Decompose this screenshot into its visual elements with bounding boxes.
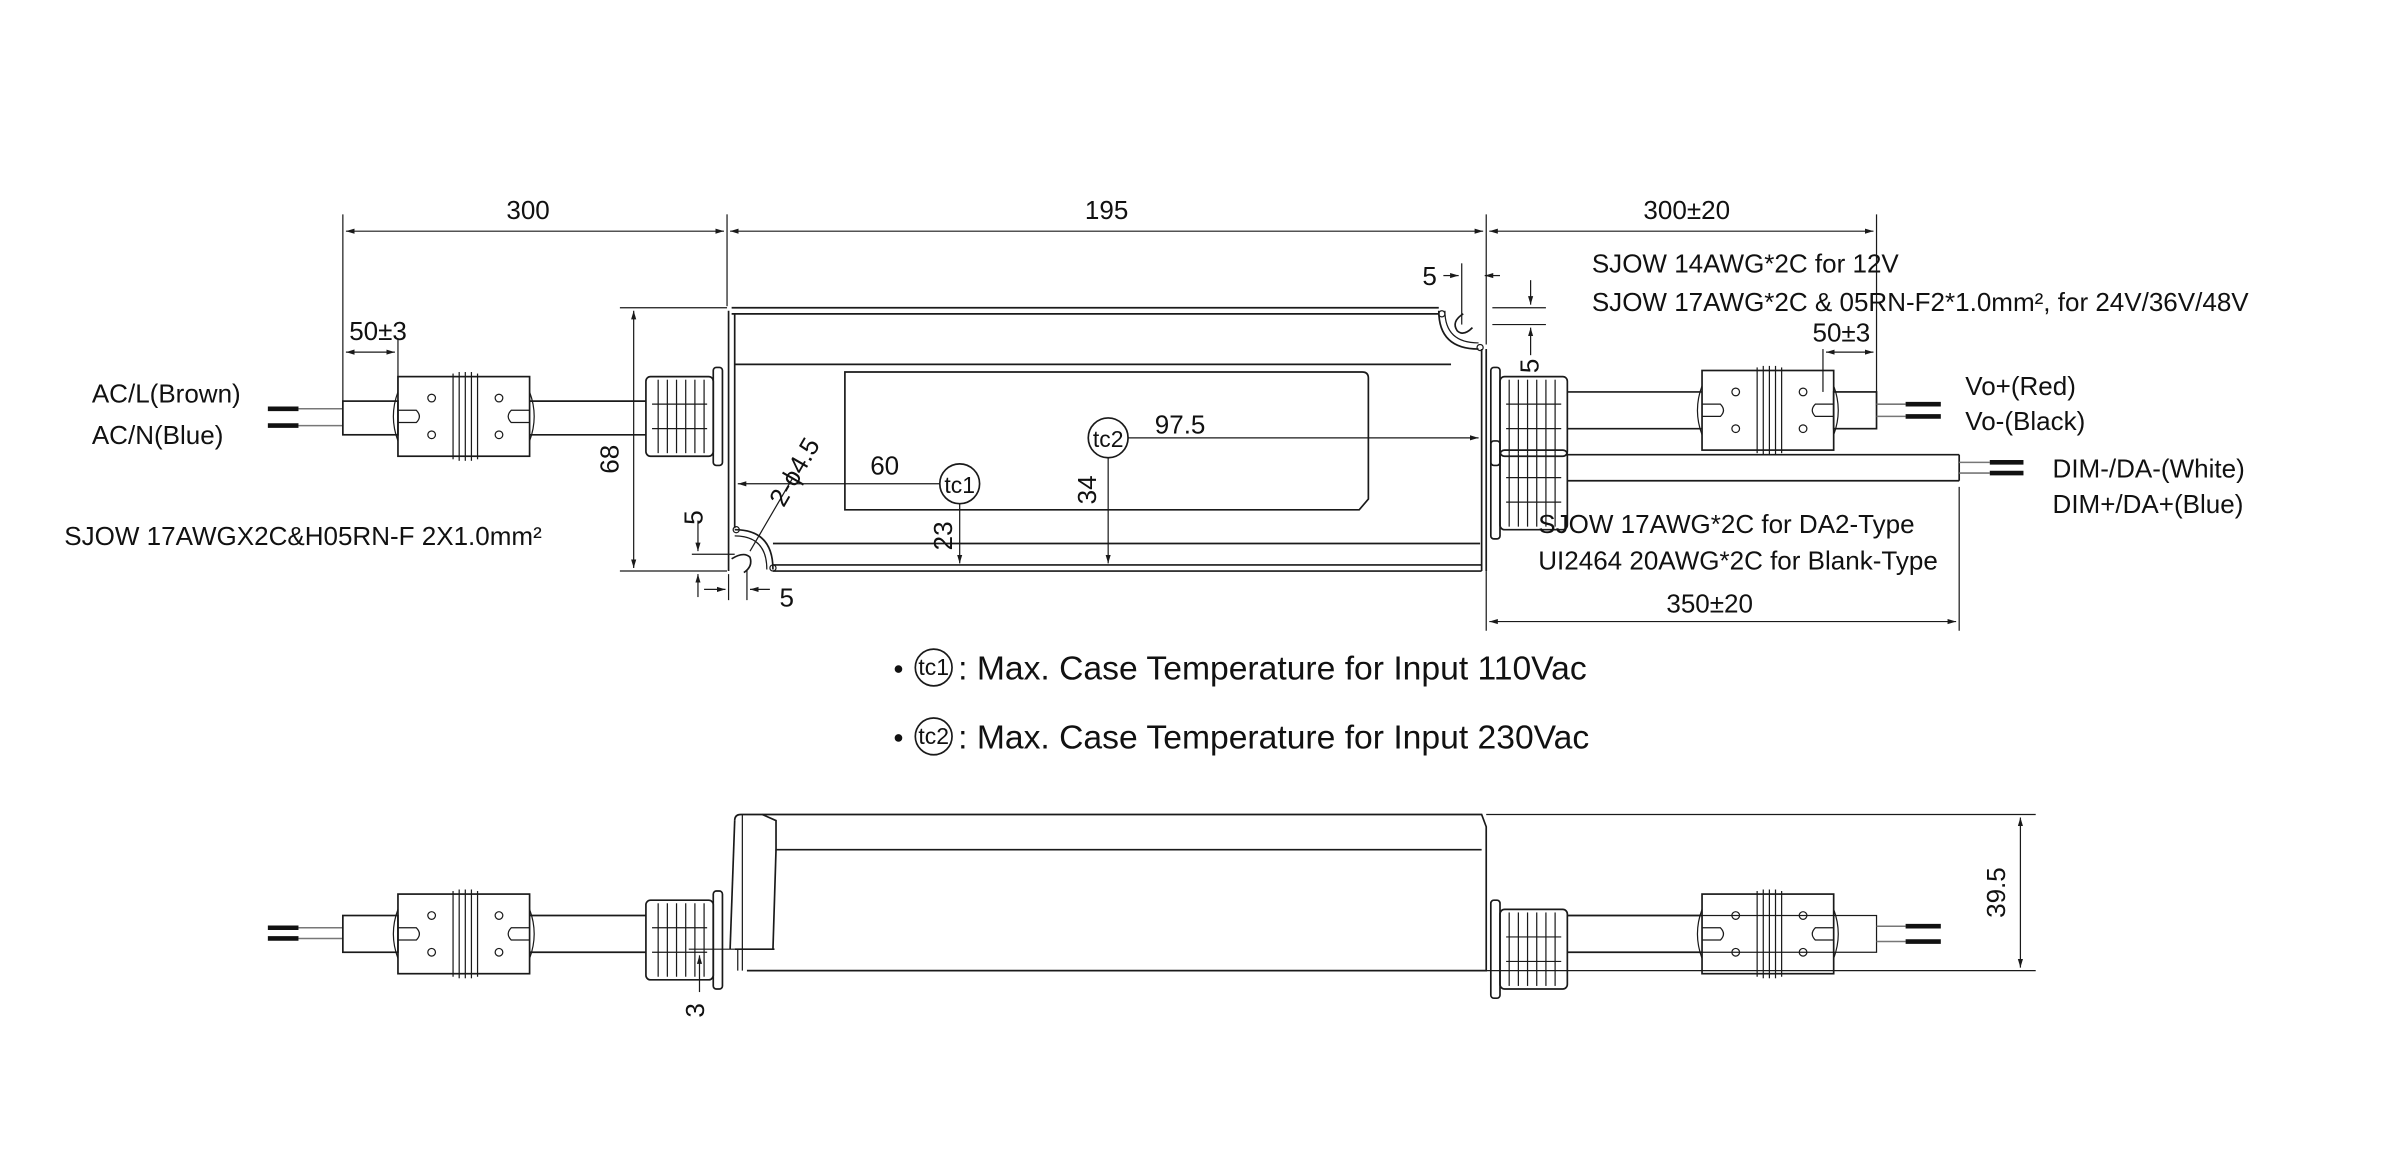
- svg-text:tc2: tc2: [1093, 426, 1124, 452]
- hook-top-h-label: 5: [1422, 261, 1436, 291]
- ac-n-label: AC/N(Blue): [92, 420, 224, 450]
- input-strip-dimension: 50±3: [345, 316, 407, 395]
- legend-tc1-text: : Max. Case Temperature for Input 110Vac: [958, 651, 1587, 688]
- tc1-marker: tc1 60 23: [737, 451, 981, 564]
- body-length-label: 195: [1085, 195, 1128, 225]
- tc1-x-label: 60: [870, 451, 899, 481]
- legend-tc2-marker: tc2: [918, 723, 949, 749]
- output-strip-dimension: 50±3: [1812, 317, 1874, 392]
- tc2-x-label: 97.5: [1155, 409, 1206, 439]
- height-label: 39.5: [1981, 867, 2011, 918]
- body-top-view: [727, 306, 1488, 574]
- dim-cable-spec-2: UI2464 20AWG*2C for Blank-Type: [1538, 546, 1938, 576]
- tc2-marker: tc2 97.5 34: [1072, 409, 1479, 564]
- input-cable-spec: SJOW 17AWGX2C&H05RN-F 2X1.0mm²: [64, 521, 542, 551]
- output-strip-label: 50±3: [1812, 317, 1870, 347]
- dim-cable-length-dimension: 350±20: [1485, 486, 1960, 631]
- hook-dimension-top: 5 5: [1422, 261, 1546, 373]
- tc2-y-label: 34: [1072, 475, 1102, 504]
- side-output-cable-gland: [1489, 899, 1569, 1000]
- hook-dimension-bottom: 5 5: [679, 510, 794, 612]
- hook-bottom-v-label: 5: [679, 510, 709, 524]
- output-cable-spec-2: SJOW 17AWG*2C & 05RN-F2*1.0mm², for 24V/…: [1592, 287, 2249, 317]
- temperature-legend: tc1 : Max. Case Temperature for Input 11…: [894, 648, 1589, 757]
- dim-cable-length-label: 350±20: [1666, 588, 1753, 618]
- svg-text:tc1: tc1: [944, 472, 975, 498]
- base-offset-label: 3: [680, 1003, 710, 1017]
- base-offset-dimension: 3: [680, 948, 735, 1018]
- input-strip-label: 50±3: [349, 316, 407, 346]
- dim-minus-label: DIM-/DA-(White): [2053, 454, 2245, 484]
- legend-item-tc2: tc2 : Max. Case Temperature for Input 23…: [894, 717, 1589, 757]
- body-width-dimension: 68: [594, 307, 728, 572]
- body-width-label: 68: [594, 445, 624, 474]
- top-view: 300 195 300±20 50±3 AC/L(Brown) AC/N(Blu…: [64, 195, 2249, 631]
- output-inline-connector: [1696, 365, 1840, 456]
- hook-top-v-label: 5: [1514, 359, 1544, 373]
- mount-hole-callout: 2-ϕ4.5: [749, 432, 826, 552]
- output-cable-spec-1: SJOW 14AWG*2C for 12V: [1592, 249, 1900, 279]
- side-output-inline-connector: [1696, 888, 1840, 980]
- legend-tc2-text: : Max. Case Temperature for Input 230Vac: [958, 720, 1589, 757]
- dim-plus-label: DIM+/DA+(Blue): [2053, 489, 2244, 519]
- height-dimension: 39.5: [1486, 813, 2036, 972]
- legend-tc1-marker: tc1: [918, 654, 949, 680]
- input-cable-gland: [645, 366, 724, 467]
- side-input-cable-gland: [645, 890, 724, 990]
- dim-cable-spec-1: SJOW 17AWG*2C for DA2-Type: [1538, 509, 1914, 539]
- side-input-inline-connector: [392, 888, 536, 980]
- legend-item-tc1: tc1 : Max. Case Temperature for Input 11…: [894, 648, 1587, 688]
- output-cable-length-label: 300±20: [1643, 195, 1730, 225]
- input-inline-connector: [392, 371, 536, 462]
- ac-l-label: AC/L(Brown): [92, 379, 241, 409]
- vo-minus-label: Vo-(Black): [1965, 406, 2085, 436]
- vo-plus-label: Vo+(Red): [1965, 371, 2076, 401]
- input-wires: AC/L(Brown) AC/N(Blue) SJOW 17AWGX2C&H05…: [64, 379, 542, 551]
- mount-hole-label: 2-ϕ4.5: [763, 432, 826, 511]
- side-view: 3 39.5: [267, 813, 2036, 1018]
- input-cable-length-label: 300: [506, 195, 549, 225]
- dimension-top-row: 300 195 300±20: [342, 195, 1878, 414]
- tc1-y-label: 23: [928, 521, 958, 550]
- hook-bottom-h-label: 5: [780, 582, 794, 612]
